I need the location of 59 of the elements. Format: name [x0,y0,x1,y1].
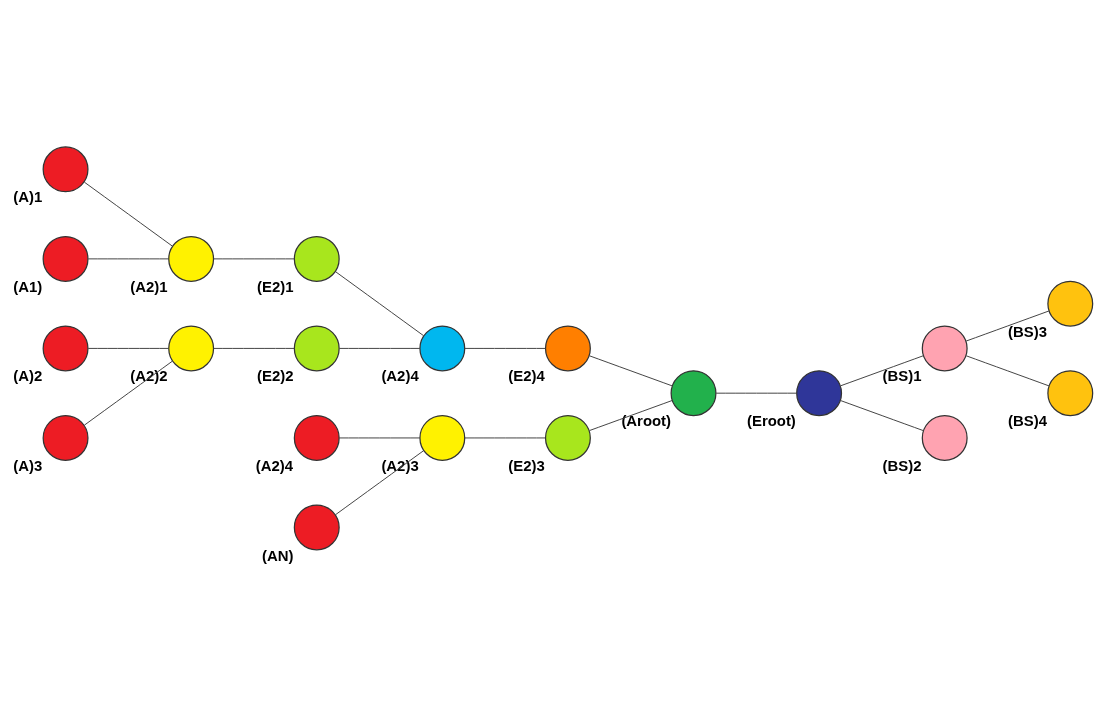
connector [464,437,546,439]
node-label: (A2)4 [255,457,294,475]
node-circle [921,414,968,461]
connector [965,310,1050,342]
connector [840,355,924,387]
node-label: (BS)1 [882,367,922,385]
node-circle [42,235,89,282]
node-label: (A1) [13,277,43,295]
node-label: (A)2 [13,367,43,385]
node-label: (AN) [262,546,294,564]
node-label: (BS)4 [1008,412,1048,430]
node-circle [42,414,89,461]
connector [840,400,924,432]
node-label: (A)1 [13,188,43,206]
connector [213,258,295,260]
node-circle [544,325,591,372]
connector [335,271,424,337]
connector [87,258,170,260]
node-label: (BS)3 [1008,322,1048,340]
node-circle [293,325,340,372]
connector [589,355,673,387]
node-circle [293,235,340,282]
node-label: (Aroot) [621,412,672,430]
node-label: (A2)3 [381,457,419,475]
node-label: (BS)2 [882,457,922,475]
node-circle [670,370,717,417]
node-circle [419,414,466,461]
node-circle [419,325,466,372]
node-label: (E2)4 [508,367,545,385]
connector [335,450,424,516]
node-label: (A2)4 [381,367,419,385]
node-label: (A)3 [13,457,43,475]
connector [464,347,546,349]
node-circle [168,325,215,372]
connector [83,181,173,247]
connector [83,360,173,426]
connector [338,437,421,439]
node-label: (A2)1 [130,277,168,295]
connector [213,347,295,349]
node-circle [1047,370,1094,417]
node-circle [293,414,340,461]
node-circle [42,325,89,372]
node-circle [168,235,215,282]
connector [589,399,673,432]
node-circle [293,504,340,551]
connector [87,347,170,349]
connector [965,355,1050,387]
node-circle [796,370,843,417]
node-label: (E2)2 [257,367,294,385]
node-label: (E2)1 [257,277,294,295]
node-circle [921,325,968,372]
connector [715,392,798,394]
node-circle [544,414,591,461]
node-circle [42,146,89,193]
node-label: (A2)2 [130,367,168,385]
node-circle [1047,280,1094,327]
connector [338,347,421,349]
node-label: (E2)3 [508,457,545,475]
node-label: (Eroot) [746,412,796,430]
